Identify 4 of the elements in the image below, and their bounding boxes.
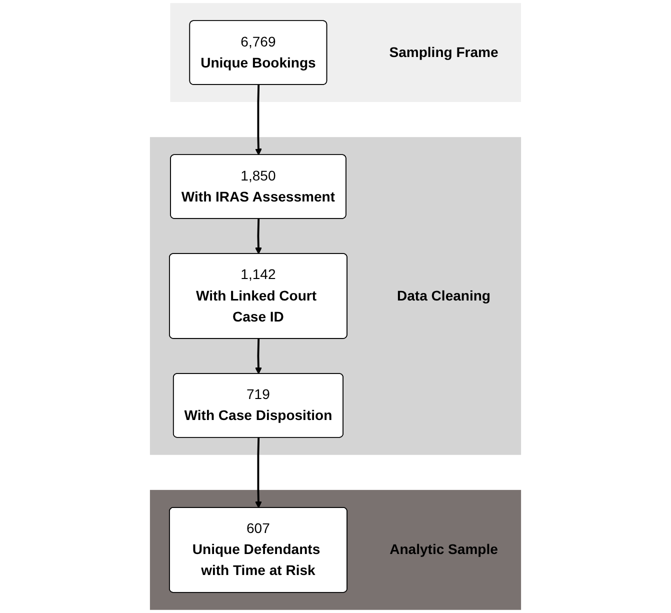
arrow [255,438,262,508]
arrow [255,218,262,254]
arrow [255,338,262,374]
arrow [255,84,262,156]
